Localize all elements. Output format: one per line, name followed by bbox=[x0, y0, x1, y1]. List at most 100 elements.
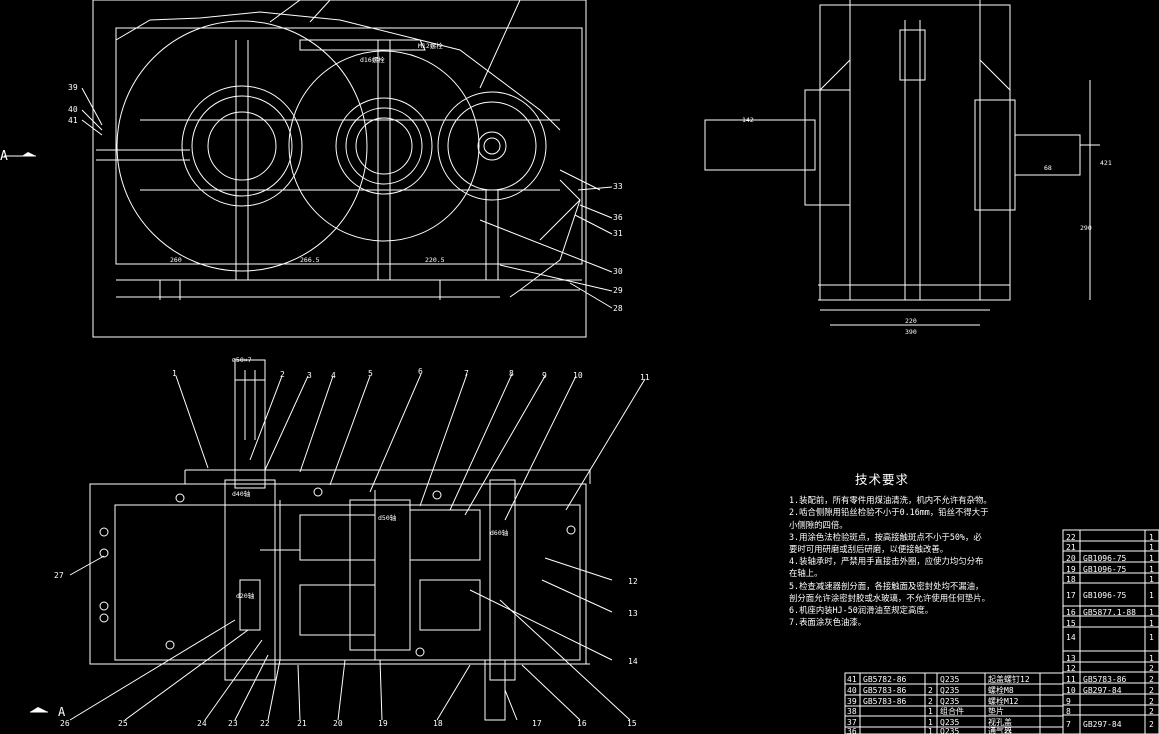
tech-line: 5.检查减速器剖分面，各接触面及密封处均不漏油， bbox=[789, 580, 984, 591]
table-cell: 37 bbox=[847, 718, 857, 727]
table-cell: GB5783-86 bbox=[1083, 675, 1127, 684]
table-cell: GB5877.1-88 bbox=[1083, 608, 1136, 617]
table-cell: Q235 bbox=[940, 675, 959, 684]
callout-number: 12 bbox=[628, 577, 638, 586]
table-cell: 41 bbox=[847, 675, 857, 684]
table-cell: 1 bbox=[1149, 554, 1154, 563]
tech-line: 6.机座内装HJ-50润滑油至规定高度。 bbox=[789, 605, 934, 616]
callout-number: 15 bbox=[627, 719, 637, 728]
table-cell: 13 bbox=[1066, 654, 1076, 663]
table-cell: 1 bbox=[928, 718, 933, 727]
table-cell: Q235 bbox=[940, 697, 959, 706]
dim-label: 390 bbox=[905, 328, 917, 336]
table-cell: 视孔盖 bbox=[988, 717, 1012, 727]
callout-number: 4 bbox=[331, 371, 336, 380]
callout-number: 1 bbox=[172, 369, 177, 378]
dim-label: d60轴 bbox=[490, 528, 509, 537]
callout-number: 17 bbox=[532, 719, 542, 728]
table-cell: 2 bbox=[1149, 686, 1154, 695]
table-cell: 14 bbox=[1066, 633, 1076, 642]
table-cell: 21 bbox=[1066, 543, 1076, 552]
callout-number: 28 bbox=[613, 304, 623, 313]
table-cell: GB5783-86 bbox=[863, 697, 907, 706]
tech-line: 要时可用研磨或刮后研磨，以便接触改善。 bbox=[789, 544, 949, 555]
tech-line: 剖分面允许涂密封胶或水玻璃，不允许使用任何垫片。 bbox=[789, 592, 990, 603]
callout-number: 29 bbox=[613, 286, 623, 295]
callout-number: 25 bbox=[118, 719, 128, 728]
table-cell: 垫片 bbox=[988, 706, 1004, 716]
parts-table bbox=[844, 529, 1159, 734]
table-cell: 39 bbox=[847, 697, 857, 706]
table-cell: 9 bbox=[1066, 697, 1071, 706]
dim-label: 266.5 bbox=[300, 256, 320, 264]
dim-label: 290 bbox=[1080, 224, 1092, 232]
table-cell: 17 bbox=[1066, 591, 1076, 600]
callout-number: 13 bbox=[628, 609, 638, 618]
table-cell: 18 bbox=[1066, 575, 1076, 584]
table-cell: 1 bbox=[1149, 565, 1154, 574]
callout-number: 19 bbox=[378, 719, 388, 728]
callout-number: 27 bbox=[54, 571, 64, 580]
table-cell: Q235 bbox=[940, 718, 959, 727]
callout-number: 14 bbox=[628, 657, 638, 666]
callout-number: 3 bbox=[307, 371, 312, 380]
leader-lines bbox=[69, 0, 646, 721]
table-cell: 1 bbox=[928, 727, 933, 734]
tech-line: 7.表面涂灰色油漆。 bbox=[789, 617, 867, 628]
callout-number: 40 bbox=[68, 105, 78, 114]
table-cell: 1 bbox=[1149, 575, 1154, 584]
table-cell: 1 bbox=[928, 707, 933, 716]
view-arrows bbox=[22, 152, 48, 712]
callout-number: 9 bbox=[542, 371, 547, 380]
technical-requirements: 技术要求 1.装配前，所有零件用煤油清洗，机内不允许有杂物。2.啮合侧隙用铅丝检… bbox=[789, 472, 1029, 628]
side-view bbox=[704, 0, 1100, 326]
callout-number: 30 bbox=[613, 267, 623, 276]
table-cell: GB5783-86 bbox=[863, 686, 907, 695]
callout-number: 10 bbox=[573, 371, 583, 380]
plan-view bbox=[89, 359, 591, 721]
table-cell: 1 bbox=[1149, 608, 1154, 617]
callout-number: 31 bbox=[613, 229, 623, 238]
callout-number: 11 bbox=[640, 373, 650, 382]
callout-number: 41 bbox=[68, 116, 78, 125]
table-cell: 38 bbox=[847, 707, 857, 716]
table-cell: 起盖螺钉12 bbox=[988, 674, 1030, 684]
table-cell: 10 bbox=[1066, 686, 1076, 695]
table-cell: 1 bbox=[1149, 619, 1154, 628]
table-cell: GB1096-75 bbox=[1083, 565, 1127, 574]
callout-number: 5 bbox=[368, 369, 373, 378]
callout-number: 6 bbox=[418, 367, 423, 376]
dim-label: M12螺栓 bbox=[418, 41, 443, 50]
tech-line: 小侧隙的四倍。 bbox=[789, 519, 848, 530]
callout-number: 16 bbox=[577, 719, 587, 728]
table-cell: 2 bbox=[1149, 675, 1154, 684]
table-cell: 11 bbox=[1066, 675, 1076, 684]
callout-number: 39 bbox=[68, 83, 78, 92]
table-cell: 22 bbox=[1066, 533, 1076, 542]
table-cell: 40 bbox=[847, 686, 857, 695]
table-cell: 通气器 bbox=[988, 726, 1012, 734]
callout-number: 20 bbox=[333, 719, 343, 728]
table-cell: Q235 bbox=[940, 686, 959, 695]
table-cell: 2 bbox=[1149, 720, 1154, 729]
dim-label: 220 bbox=[905, 317, 917, 325]
callout-number: 21 bbox=[297, 719, 307, 728]
table-cell: 1 bbox=[1149, 591, 1154, 600]
table-cell: 螺栓M8 bbox=[988, 685, 1014, 695]
dim-label: 68 bbox=[1044, 164, 1052, 172]
table-cell: GB297-84 bbox=[1083, 686, 1122, 695]
table-cell: 1 bbox=[1149, 633, 1154, 642]
callout-number: 33 bbox=[613, 182, 623, 191]
callout-number: 18 bbox=[433, 719, 443, 728]
dim-label: 142 bbox=[742, 116, 754, 124]
tech-title: 技术要求 bbox=[855, 472, 910, 487]
dim-label: 220.5 bbox=[425, 256, 445, 264]
tech-line: 在轴上。 bbox=[789, 568, 823, 579]
table-cell: 组合件 bbox=[940, 706, 964, 716]
table-cell: 7 bbox=[1066, 720, 1071, 729]
table-cell: 12 bbox=[1066, 664, 1076, 673]
view-mark-a: A bbox=[58, 705, 66, 719]
table-cell: 2 bbox=[1149, 707, 1154, 716]
table-cell: 8 bbox=[1066, 707, 1071, 716]
